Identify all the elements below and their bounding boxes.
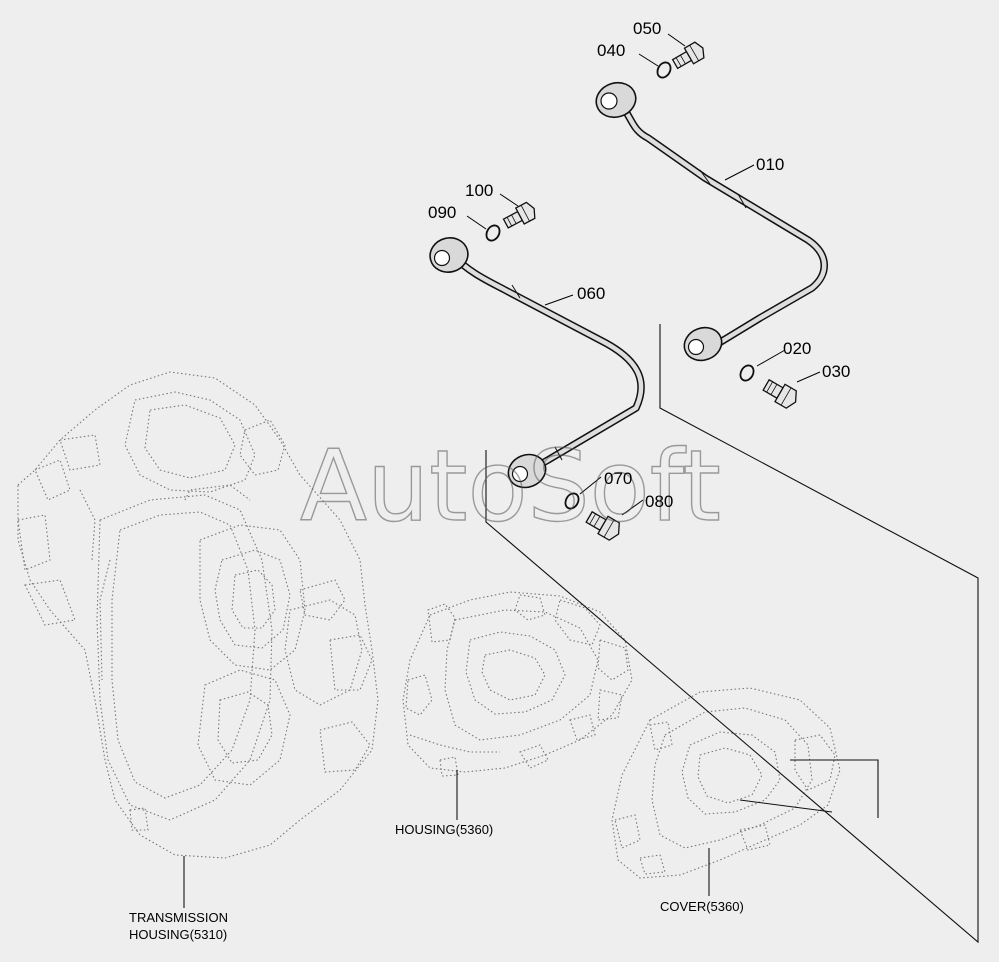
banjo-fitting-lower-060 <box>507 453 547 489</box>
caption-transmission-line2: HOUSING(5310) <box>129 927 227 942</box>
housing-5360-drawing <box>402 591 633 777</box>
caption-housing: HOUSING(5360) <box>395 822 493 837</box>
label-100: 100 <box>465 181 493 200</box>
leader-lines <box>183 33 821 908</box>
banjo-fitting-upper-010 <box>595 81 637 119</box>
o-ring-090 <box>485 224 501 242</box>
label-070: 070 <box>604 469 632 488</box>
banjo-bolt-080 <box>585 510 620 541</box>
banjo-bolt-030 <box>762 378 797 409</box>
banjo-fitting-upper-060 <box>429 237 469 273</box>
label-080: 080 <box>645 492 673 511</box>
pipe-060 <box>450 252 645 474</box>
label-090: 090 <box>428 203 456 222</box>
reference-frame-upper <box>485 324 979 944</box>
o-ring-070 <box>564 492 580 510</box>
banjo-bolt-050 <box>671 41 705 70</box>
reference-frame-lower <box>739 759 879 818</box>
o-ring-020 <box>739 364 755 382</box>
label-030: 030 <box>822 362 850 381</box>
label-060: 060 <box>577 284 605 303</box>
watermark-text: AutoSoft <box>300 430 721 544</box>
caption-transmission-line1: TRANSMISSION <box>129 910 228 925</box>
label-020: 020 <box>783 339 811 358</box>
label-040: 040 <box>597 41 625 60</box>
label-050: 050 <box>633 19 661 38</box>
cover-5360-drawing <box>611 687 841 879</box>
o-ring-040 <box>656 61 672 79</box>
transmission-housing-drawing <box>17 371 379 859</box>
banjo-bolt-100 <box>502 201 536 229</box>
pipe-010 <box>616 99 828 350</box>
banjo-fitting-lower-010 <box>683 326 723 362</box>
caption-cover: COVER(5360) <box>660 899 744 914</box>
label-010: 010 <box>756 155 784 174</box>
